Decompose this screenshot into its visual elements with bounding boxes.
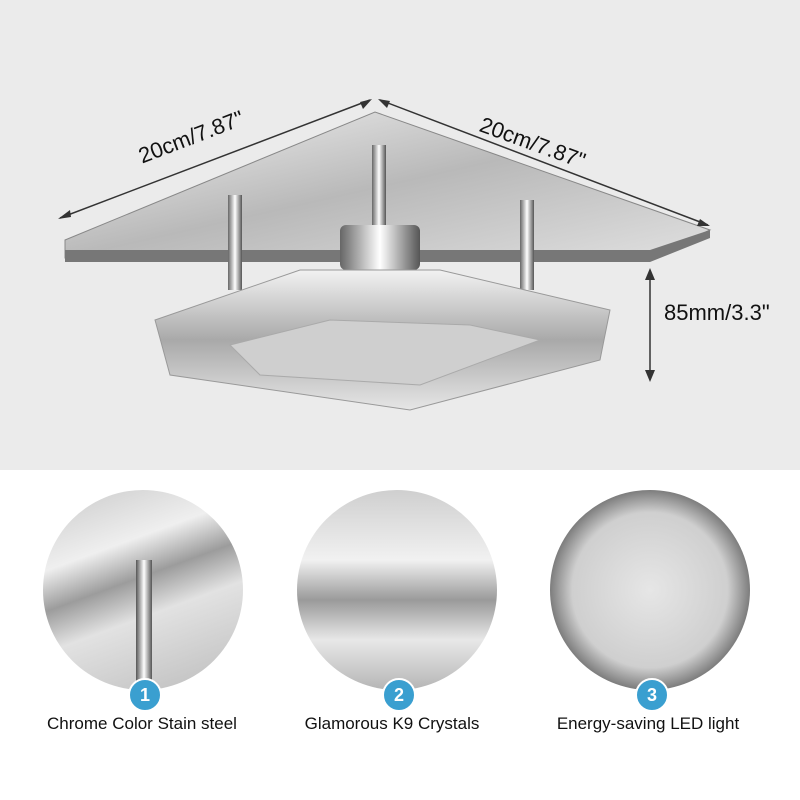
ceiling-lamp-illustration	[58, 99, 712, 411]
product-photo-area: 20cm/7.87" 20cm/7.87" 85mm/3.3"	[0, 0, 800, 470]
feature-badge-3: 3	[635, 678, 669, 712]
feature-label-3: Energy-saving LED light	[556, 714, 740, 733]
feature-badge-1: 1	[128, 678, 162, 712]
feature-label-2: Glamorous K9 Crystals	[304, 714, 480, 733]
chrome-detail-image	[43, 490, 243, 690]
feature-badge-2: 2	[382, 678, 416, 712]
crystal-detail-image	[297, 490, 497, 690]
led-detail-image	[550, 490, 750, 690]
feature-label-1: Chrome Color Stain steel	[47, 714, 237, 733]
height-label: 85mm/3.3"	[664, 300, 770, 325]
